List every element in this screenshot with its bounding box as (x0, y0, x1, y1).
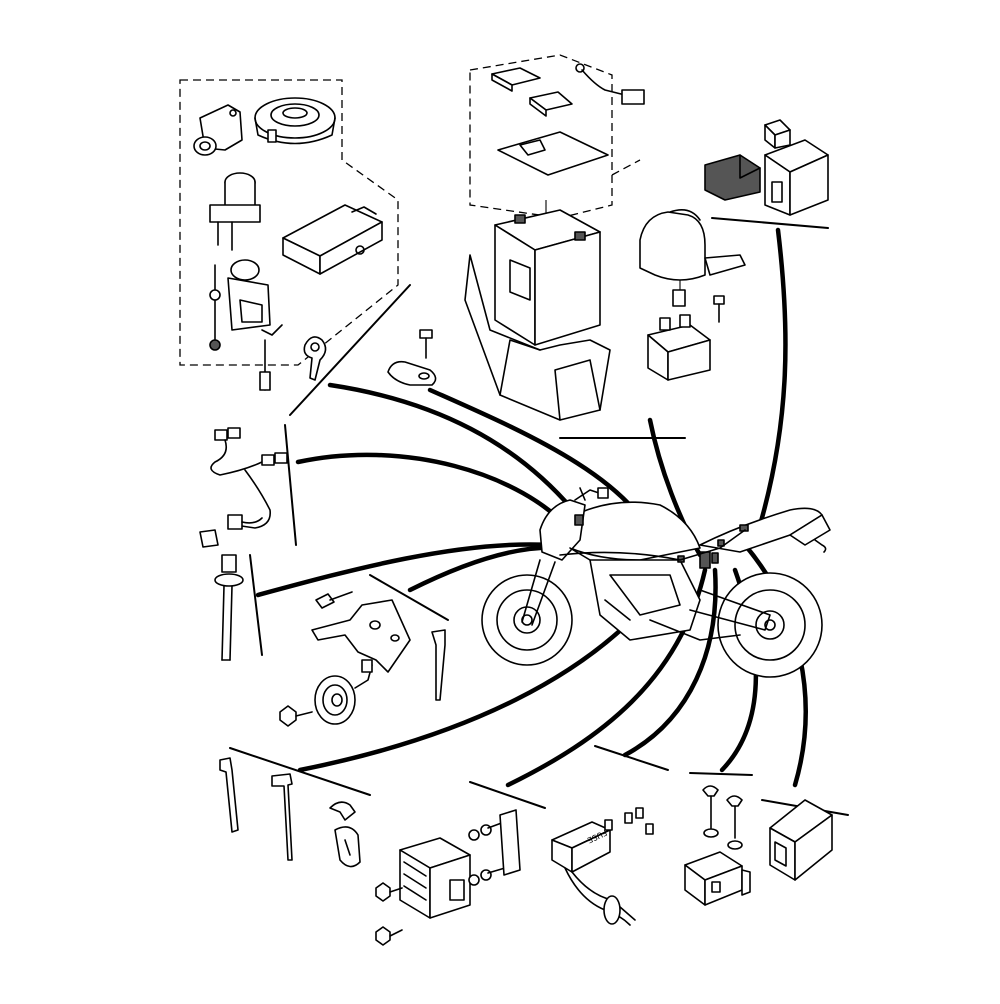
relay-screw (713, 295, 725, 323)
connector-f (574, 514, 584, 526)
horn-connector (431, 629, 446, 701)
cable-tie-clip (214, 554, 263, 661)
connector-d (717, 539, 725, 547)
tail-section (789, 514, 831, 546)
swing-arm (689, 589, 771, 631)
fuel-cap (254, 97, 336, 145)
group-bracket-rectifier (469, 781, 546, 809)
battery-group (464, 54, 686, 439)
horn-bracket (311, 599, 411, 673)
connector-a (699, 551, 711, 569)
ecu-unit (282, 204, 383, 275)
rear-wheel (717, 572, 823, 678)
battery-band-group (387, 329, 437, 386)
control-unit (769, 799, 833, 881)
starter-relay (647, 314, 711, 381)
rectifier-regulator (399, 837, 471, 919)
relay-black-part (704, 154, 761, 201)
front-cowl (539, 499, 586, 561)
battery-box (464, 254, 611, 421)
relay-unit (684, 851, 751, 906)
rectifier-bolts (468, 809, 521, 886)
horn-nut (279, 705, 313, 727)
engine (589, 559, 701, 641)
ignition-lock-group (179, 79, 411, 416)
group-bracket-relay-top (711, 217, 829, 229)
sub-wire-harness (199, 424, 297, 548)
relay-top-right (704, 119, 829, 229)
cable-band-2 (271, 773, 293, 861)
leader-harness (295, 452, 578, 538)
cable-band-1 (219, 757, 239, 833)
wire-clamp (329, 801, 361, 868)
battery-tray (497, 131, 609, 176)
leader-relay-top (757, 227, 788, 528)
dashed-battery-frame (469, 54, 613, 219)
fuel-tank (564, 501, 701, 561)
dashed-group-frame (179, 79, 399, 366)
frame-lower (569, 547, 591, 561)
relay-bottom-group (684, 772, 753, 906)
seat-lock (193, 104, 243, 156)
group-bracket-relay-bottom (689, 772, 753, 776)
fuse-box-group: FUSE (551, 745, 669, 926)
group-bracket-horn (369, 574, 449, 621)
group-bracket-bands (229, 747, 371, 796)
bands-clamps-group (219, 747, 371, 868)
battery (494, 209, 601, 346)
main-switch (209, 172, 283, 391)
group-bracket-ignition (289, 284, 411, 416)
leader-fuse (622, 567, 718, 758)
front-wheel (481, 574, 573, 666)
rectifier-regulator-group (375, 781, 546, 946)
spare-fuses (604, 807, 654, 835)
relay-bolts (702, 785, 743, 850)
horn (314, 659, 373, 725)
battery-band (387, 360, 437, 386)
group-bracket-tie (249, 554, 263, 656)
dashed-relay-line (611, 159, 641, 176)
battery-cable (581, 69, 626, 96)
relay-cover (639, 209, 746, 281)
control-unit-group (761, 799, 849, 881)
fuse-box: FUSE (551, 821, 636, 926)
rectifier-nuts (375, 882, 403, 946)
leader-cable-tie (255, 542, 553, 598)
key (303, 336, 327, 381)
connector-b (711, 552, 719, 564)
band-bolt-head (419, 329, 433, 339)
relay-fuse (672, 289, 686, 307)
horn-bolt (315, 591, 353, 609)
motorcycle-outline (481, 487, 831, 678)
leader-ignition-group (327, 382, 588, 528)
group-bracket-harness (284, 424, 297, 546)
group-bracket-fuse (594, 745, 669, 771)
starter-relay-group (611, 159, 746, 381)
horn-group (279, 574, 449, 727)
